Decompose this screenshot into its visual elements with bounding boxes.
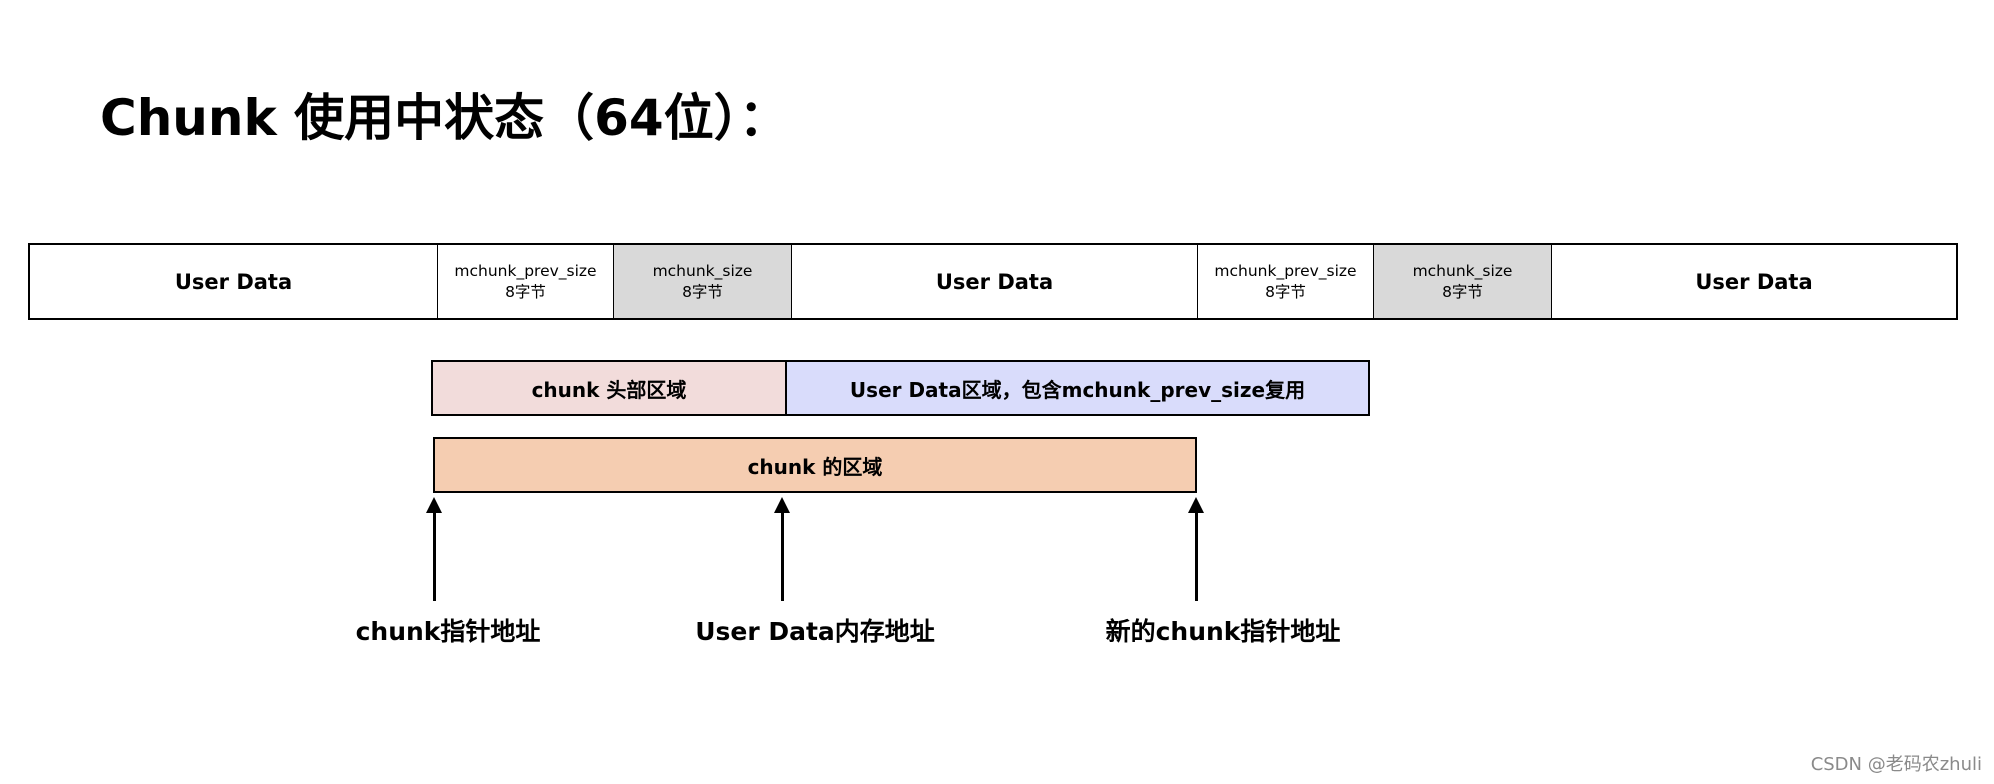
cell-label: mchunk_size: [652, 261, 753, 280]
user-data-cell: User Data: [792, 245, 1198, 318]
cell-label: User Data: [1695, 269, 1813, 294]
prev-size-cell: mchunk_prev_size 8字节: [1198, 245, 1374, 318]
size-cell: mchunk_size 8字节: [614, 245, 792, 318]
chunk-pointer-label: chunk指针地址: [355, 617, 541, 646]
cell-label: User Data: [174, 269, 293, 294]
user-data-cell: User Data: [30, 245, 438, 318]
cell-label: mchunk_prev_size: [1214, 261, 1357, 280]
arrow-head-icon: [774, 497, 790, 513]
user-data-pointer-label: User Data内存地址: [695, 617, 935, 646]
cell-label: User Data: [935, 269, 1054, 294]
memory-layout-row: User Data mchunk_prev_size 8字节 mchunk_si…: [28, 243, 1958, 320]
cell-size: 8字节: [505, 282, 546, 301]
chunk-region: chunk 的区域: [433, 437, 1197, 493]
user-data-cell: User Data: [1552, 245, 1956, 318]
cell-size: 8字节: [682, 282, 723, 301]
chunk-header-region: chunk 头部区域: [431, 360, 787, 416]
cell-size: 8字节: [1265, 282, 1306, 301]
arrow-head-icon: [426, 497, 442, 513]
watermark: CSDN @老码农zhuli: [1810, 754, 1982, 775]
size-cell: mchunk_size 8字节: [1374, 245, 1552, 318]
next-chunk-pointer-label: 新的chunk指针地址: [1105, 617, 1341, 646]
cell-label: mchunk_prev_size: [454, 261, 597, 280]
user-data-region: User Data区域，包含mchunk_prev_size复用: [785, 360, 1370, 416]
diagram-title: Chunk 使用中状态（64位）：: [100, 89, 789, 147]
prev-size-cell: mchunk_prev_size 8字节: [438, 245, 614, 318]
cell-label: mchunk_size: [1412, 261, 1513, 280]
cell-size: 8字节: [1442, 282, 1483, 301]
arrow-head-icon: [1188, 497, 1204, 513]
